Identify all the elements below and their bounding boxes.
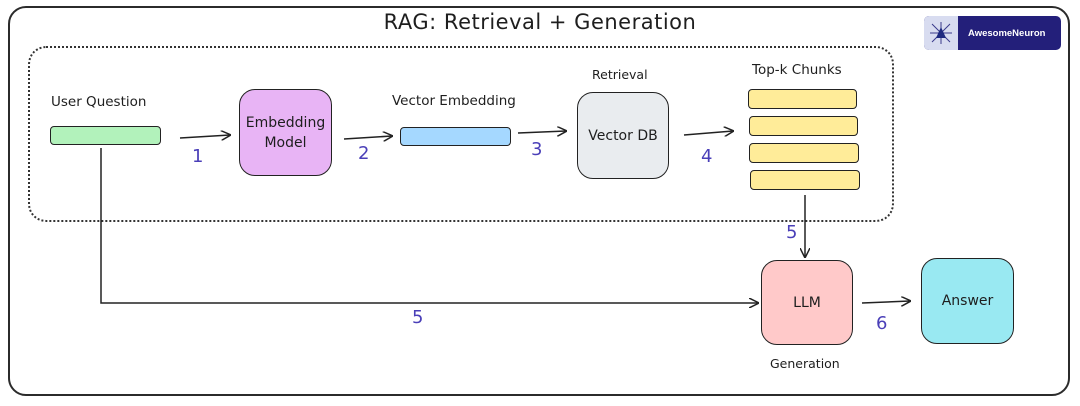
embedding-model-box: Embedding Model — [239, 89, 332, 176]
step-number-6: 6 — [876, 313, 888, 334]
answer-box: Answer — [921, 258, 1014, 344]
step-number-4: 4 — [701, 146, 713, 167]
step-number-2: 2 — [358, 143, 370, 164]
embedding-model-line1: Embedding — [245, 114, 326, 131]
chunk-1 — [748, 89, 857, 109]
brand-badge: AwesomeNeuron — [924, 16, 1061, 50]
brand-name: AwesomeNeuron — [968, 27, 1046, 39]
step-number-3: 3 — [531, 139, 543, 160]
step-number-5-question: 5 — [412, 307, 424, 328]
arrow-embedding-to-vector — [343, 136, 392, 139]
retrieval-label: Retrieval — [592, 67, 648, 82]
embedding-model-line2: Model — [264, 134, 307, 151]
chunk-3 — [749, 143, 859, 163]
user-question-label: User Question — [51, 94, 147, 110]
vector-embedding-label: Vector Embedding — [392, 93, 516, 109]
neuron-logo-icon — [924, 16, 958, 50]
step-number-5-chunks: 5 — [786, 222, 798, 243]
arrow-db-to-chunks — [683, 131, 733, 135]
llm-box: LLM — [761, 260, 853, 345]
retrieval-region — [28, 46, 894, 222]
vector-db-label: Vector DB — [588, 127, 658, 144]
answer-label: Answer — [941, 293, 994, 309]
topk-label: Top-k Chunks — [752, 62, 842, 78]
user-question-bar — [50, 126, 161, 145]
generation-label: Generation — [770, 356, 840, 371]
vector-embedding-bar — [400, 127, 511, 146]
chunk-2 — [749, 116, 858, 136]
diagram-title: RAG: Retrieval + Generation — [383, 10, 697, 34]
step-number-1: 1 — [192, 146, 204, 167]
arrow-vector-to-db — [517, 131, 566, 133]
arrow-llm-to-answer — [861, 301, 910, 303]
chunk-4 — [750, 170, 860, 190]
llm-label: LLM — [793, 294, 821, 311]
vector-db-box: Vector DB — [577, 92, 669, 179]
arrow-question-to-embedding — [179, 135, 230, 138]
outer-frame — [8, 6, 1070, 396]
arrow-question-to-llm — [100, 148, 758, 303]
